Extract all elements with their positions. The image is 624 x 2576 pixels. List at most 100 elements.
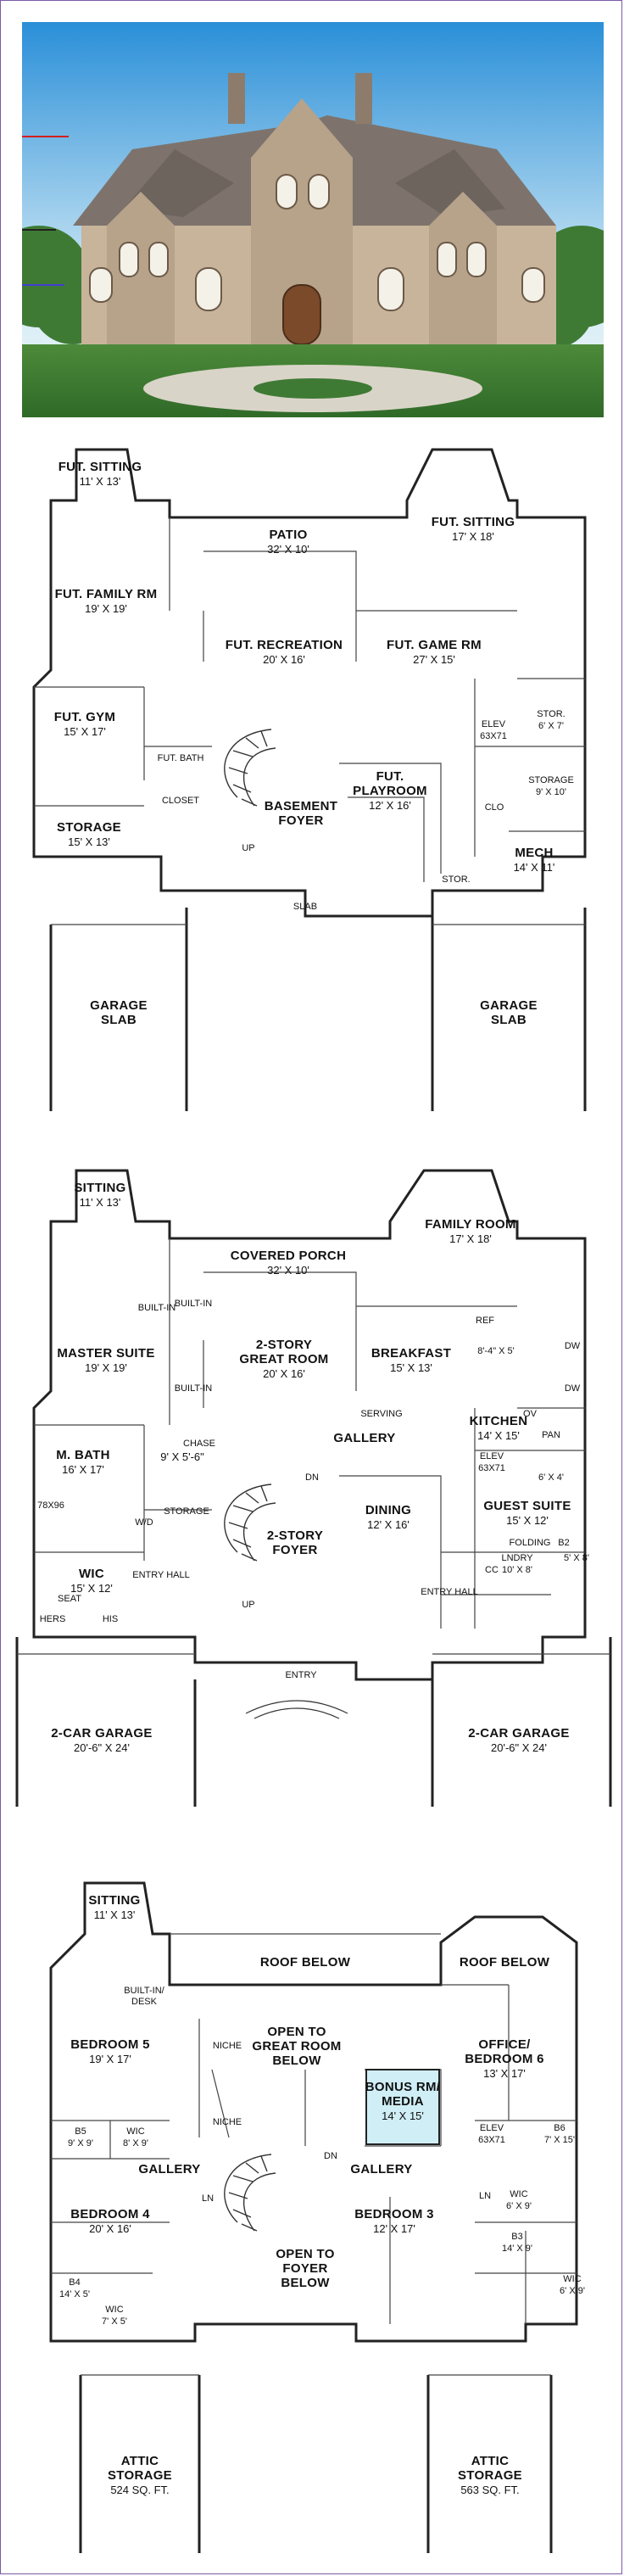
- room-dims: 63X71: [478, 2135, 505, 2145]
- basement-labels: FUT. SITTING 11' X 13' PATIO 32' X 10' F…: [54, 460, 574, 1027]
- room-dims: 19' X 17': [89, 2053, 131, 2065]
- small-label: SERVING: [360, 1409, 402, 1419]
- room-dims: FOYER: [282, 2261, 327, 2276]
- upper-stair: [224, 2154, 276, 2232]
- room-name: LNDRY: [501, 1553, 533, 1563]
- small-label: DESK: [131, 1997, 158, 2007]
- room-dims: 11' X 13': [80, 475, 121, 488]
- small-label: LN: [479, 2191, 491, 2201]
- room-name: B6: [554, 2123, 565, 2133]
- basement-stair: [224, 729, 276, 807]
- small-label: UP: [242, 1600, 254, 1610]
- room-dims: 9' X 10': [536, 787, 566, 797]
- room-dims: MEDIA: [382, 2094, 424, 2109]
- house-rendering: [22, 22, 604, 417]
- room-name: BASEMENT: [265, 799, 338, 813]
- room-name: FUT.: [376, 769, 404, 784]
- entry-steps: [245, 1700, 348, 1719]
- room-name: BREAKFAST: [371, 1346, 451, 1361]
- room-dims: 27' X 15': [413, 653, 455, 666]
- room-name: FUT. RECREATION: [226, 638, 343, 652]
- small-label: ENTRY HALL: [132, 1570, 189, 1580]
- room-name: ROOF BELOW: [260, 1955, 351, 1970]
- room-dims: STORAGE: [458, 2468, 522, 2483]
- room-name: SLAB: [293, 902, 317, 912]
- roundabout: [254, 378, 372, 399]
- small-label: 5' X 8': [564, 1553, 589, 1563]
- room-dims: BEDROOM 6: [465, 2052, 544, 2066]
- room-dims: 6' X 7': [538, 721, 564, 731]
- upper-floor-plan-drawing: SITTING 11' X 13' ROOF BELOW ROOF BELOW …: [49, 1881, 585, 2553]
- room-name: CHASE: [183, 1439, 215, 1449]
- room-dims: 20'-6" X 24': [74, 1741, 130, 1754]
- room-name: FAMILY ROOM: [425, 1217, 515, 1232]
- room-name: WIC: [126, 2126, 144, 2137]
- room-dims: FOYER: [272, 1543, 317, 1557]
- room-dims: 19' X 19': [85, 1361, 127, 1374]
- small-label: DN: [324, 2151, 337, 2161]
- small-label: DN: [305, 1472, 319, 1483]
- room-name: ROOF BELOW: [460, 1955, 550, 1970]
- small-label: HIS: [103, 1614, 118, 1624]
- room-dims: PLAYROOM: [353, 784, 427, 798]
- room-dims: 12' X 16': [369, 799, 411, 812]
- room-name: 2-STORY: [256, 1338, 312, 1352]
- small-label: BUILT-IN/: [124, 1986, 164, 1996]
- small-label: CC: [485, 1565, 499, 1575]
- room-dims: 8' X 9': [123, 2138, 148, 2149]
- room-name: PATIO: [269, 528, 307, 542]
- room-name: BEDROOM 4: [70, 2207, 150, 2221]
- room-dims: 16' X 17': [62, 1463, 104, 1476]
- room-name: BONUS RM/: [365, 2080, 441, 2094]
- room-name: GUEST SUITE: [483, 1499, 571, 1513]
- room-name: WIC: [563, 2274, 581, 2284]
- room-name: M. BATH: [56, 1448, 109, 1462]
- small-label: B2: [558, 1538, 569, 1548]
- front-door: [282, 284, 321, 345]
- room-dims: SLAB: [491, 1013, 526, 1027]
- room-name: ELEV: [480, 2123, 504, 2133]
- room-dims: 19' X 19': [85, 602, 127, 615]
- small-label: NICHE: [213, 2117, 242, 2127]
- room-name: WIC: [105, 2305, 123, 2315]
- room-name: GALLERY: [350, 2162, 412, 2176]
- room-dims: 14' X 5': [59, 2289, 90, 2299]
- room-name: WIC: [510, 2189, 527, 2199]
- main-stair: [224, 1484, 276, 1562]
- room-dims: 20' X 16': [263, 653, 305, 666]
- bonus-room-highlight: [365, 2069, 440, 2145]
- room-name: STOR.: [537, 709, 565, 719]
- room-name: DINING: [365, 1503, 411, 1517]
- small-label: BUILT-IN: [138, 1303, 176, 1313]
- small-label: DW: [565, 1341, 581, 1351]
- room-name: PAN: [542, 1430, 560, 1440]
- windows: [89, 174, 545, 311]
- room-name: ATTIC: [471, 2454, 510, 2468]
- small-label: LN: [202, 2193, 214, 2204]
- upper-floor-small-labels: BUILT-IN/ DESK NICHE NICHE DN LN LN: [124, 1986, 491, 2204]
- room-name: 2-STORY: [267, 1528, 323, 1543]
- room-dims: 10' X 8': [502, 1565, 532, 1575]
- room-name: FUT. BATH: [158, 753, 204, 763]
- room-dims: STORAGE: [108, 2468, 172, 2483]
- main-floor-small-labels: BUILT-IN BUILT-IN BUILT-IN REF SERVING D…: [37, 1299, 589, 1624]
- room-dims: 6' X 9': [506, 2201, 532, 2211]
- room-name: SITTING: [74, 1181, 125, 1195]
- room-name: FUT. FAMILY RM: [55, 587, 158, 601]
- room-name: MECH: [515, 846, 553, 860]
- room-name: KITCHEN: [470, 1414, 528, 1428]
- small-label: NICHE: [213, 2041, 242, 2051]
- room-name: BELOW: [272, 2054, 321, 2068]
- room-dims: 15' X 13': [390, 1361, 432, 1374]
- room-dims: 563 SQ. FT.: [460, 2484, 519, 2496]
- main-floor-walls: [15, 1169, 612, 1807]
- room-name: FUT. GAME RM: [387, 638, 482, 652]
- small-label: W/D: [135, 1517, 153, 1528]
- room-dims: 17' X 18': [452, 530, 494, 543]
- small-label: BUILT-IN: [175, 1383, 212, 1394]
- house-rendering-image: [22, 22, 604, 417]
- room-name: MASTER SUITE: [57, 1346, 154, 1361]
- room-name: GARAGE: [90, 998, 148, 1013]
- room-dims: 63X71: [478, 1463, 505, 1473]
